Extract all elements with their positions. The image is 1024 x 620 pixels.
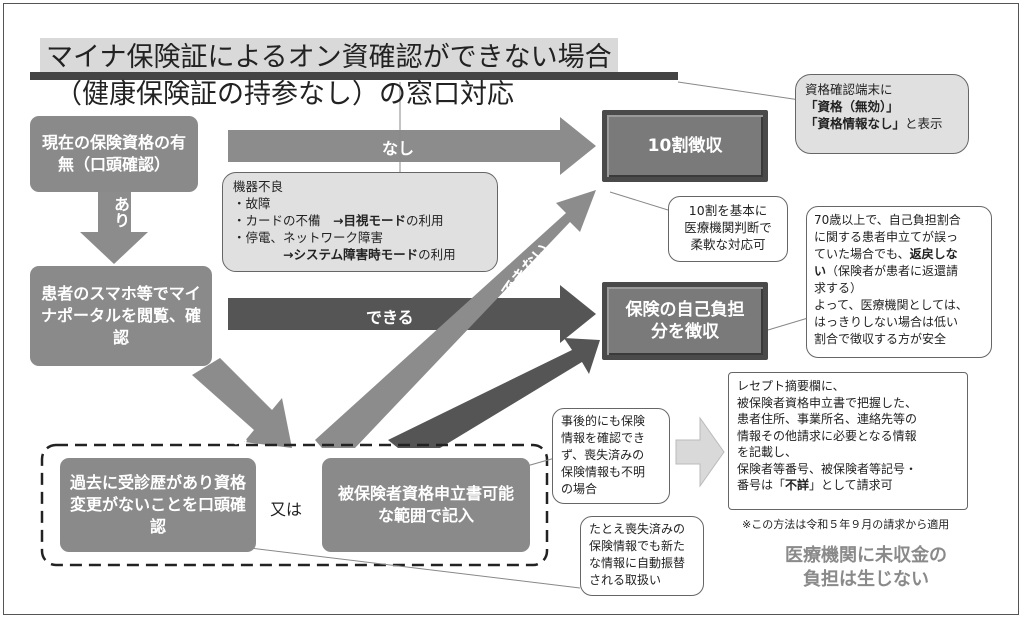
- note-line: ・カードの不備 →目視モードの利用: [233, 212, 487, 229]
- note-emphasis: 返戻しな: [909, 247, 958, 261]
- note-line: 資格確認端末に: [805, 82, 893, 97]
- note-emphasis: →目視モード: [333, 213, 406, 228]
- note-line: 事後的にも保険: [561, 414, 646, 428]
- note-text: 」として請求可: [809, 478, 893, 492]
- receipt-footnote: ※この方法は令和５年９月の請求から適用: [742, 518, 950, 531]
- box-label: 過去に受診歴があり資格変更がないことを口頭確認: [70, 473, 247, 536]
- box-label: 保険の自己負担分を徴収: [625, 300, 745, 342]
- auto-transfer-note: たとえ喪失済みの 保険情報でも新た な情報に自動振替 される取扱い: [580, 516, 704, 596]
- over70-note: 70歳以上で、自己負担割合 に関する患者申立てが誤っ ていた場合でも、返戻しな …: [806, 206, 992, 358]
- note-line: 患者住所、事業所名、連絡先等の: [737, 412, 918, 426]
- note-text: 番号は「: [737, 478, 786, 492]
- pointer-line: [249, 547, 581, 589]
- note-emphasis: 不詳: [785, 478, 810, 492]
- pointer-line: [609, 191, 669, 211]
- receipt-remarks-note: レセプト摘要欄に、 被保険者資格申立書で把握した、 患者住所、事業所名、連絡先等…: [728, 372, 968, 510]
- box-copay: 保険の自己負担分を徴収: [602, 282, 768, 360]
- note-line: の場合: [561, 482, 598, 496]
- note-line: 求する）: [814, 281, 863, 295]
- diagram-frame: [3, 3, 1019, 615]
- title-line2: （健康保険証の持参なし）の窓口対応: [55, 79, 514, 110]
- box-past-visit: 過去に受診歴があり資格変更がないことを口頭確認: [60, 458, 256, 552]
- note-line: 情報を確認でき: [561, 431, 646, 445]
- note-line: 「資格情報なし」と表示: [805, 115, 959, 132]
- note-text: （保険者が患者に返還請: [826, 264, 959, 278]
- label-none: なし: [382, 139, 415, 158]
- note-line: 割合で徴収する方が安全: [814, 332, 947, 346]
- arrow-possible: [228, 285, 596, 343]
- arrow-yes: [80, 192, 148, 264]
- note-line: 情報その他請求に必要となる情報: [737, 428, 917, 443]
- note-line: たとえ喪失済みの: [589, 522, 686, 536]
- or-connector: 又は: [270, 500, 303, 519]
- note-line: よって、医療機関としては、: [814, 298, 968, 312]
- note-text: ・カードの不備: [233, 213, 334, 228]
- note-text: と表示: [905, 116, 943, 131]
- pointer-line: [677, 81, 801, 101]
- note-line: される取扱い: [589, 573, 662, 587]
- title-line1: マイナ保険証によるオン資確認ができない場合: [40, 38, 618, 78]
- note-line: 医療機関判断で: [684, 220, 772, 235]
- note-line: 機器不良: [233, 179, 284, 194]
- note-line: レセプト摘要欄に、: [737, 379, 845, 393]
- note-line: →システム障害時モードの利用: [233, 246, 487, 263]
- note-line: ・停電、ネットワーク障害: [233, 230, 384, 245]
- no-uncollected-burden: 医療機関に未収金の 負担は生じない: [766, 544, 966, 592]
- label-possible: できる: [366, 308, 414, 327]
- box-label: 10割徴収: [647, 136, 723, 156]
- note-line: に関する患者申立てが誤っ: [814, 230, 959, 244]
- note-line: な情報に自動振替: [589, 556, 686, 570]
- note-line: はっきりしない場合は低い: [814, 315, 959, 329]
- box-full-charge: 10割徴収: [602, 110, 768, 182]
- note-line: 保険情報も不明: [561, 465, 646, 479]
- arrow-possible-diag: [388, 338, 600, 448]
- pointer-line: [767, 317, 809, 331]
- box-self-report-form: 被保険者資格申立書可能な範囲で記入: [322, 458, 530, 552]
- arrow-impossible-down: [192, 358, 292, 448]
- note-line: 柔軟な対応可: [690, 237, 766, 252]
- note-line: 番号は「不詳」として請求可: [737, 477, 959, 494]
- box-label: 患者のスマホ等でマイナポータルを閲覧、確認: [40, 284, 201, 347]
- note-text: の利用: [406, 213, 444, 228]
- note-line: ず、喪失済みの: [561, 448, 645, 462]
- note-text: の利用: [418, 247, 456, 262]
- label-yes: あり: [111, 196, 130, 228]
- dashed-group-border: [40, 443, 549, 567]
- note-emphasis: →システム障害時モード: [283, 247, 419, 262]
- note-line: い（保険者が患者に返還請: [814, 263, 984, 280]
- terminal-display-note: 資格確認端末に 「資格（無効）」 「資格情報なし」と表示: [795, 74, 969, 154]
- flexible-handling-note: 10割を基本に 医療機関判断で 柔軟な対応可: [668, 196, 788, 262]
- note-line: ・故障: [233, 196, 271, 211]
- arrow-none: [228, 117, 596, 175]
- box-label: 現在の保険資格の有無（口頭確認）: [41, 133, 186, 174]
- note-line: を記載し、: [737, 445, 798, 459]
- arrow-impossible-diag: [315, 190, 596, 448]
- box-current-insurance-status: 現在の保険資格の有無（口頭確認）: [30, 116, 198, 192]
- note-line: 10割を基本に: [688, 203, 768, 218]
- device-failure-note: 機器不良 ・故障 ・カードの不備 →目視モードの利用 ・停電、ネットワーク障害 …: [222, 172, 498, 272]
- arrow-to-receipt: [675, 416, 725, 488]
- note-emphasis: い: [814, 264, 827, 278]
- title-underline: [30, 72, 678, 80]
- box-smartphone-portal: 患者のスマホ等でマイナポータルを閲覧、確認: [30, 266, 212, 366]
- note-line: 「資格（無効）」: [805, 99, 899, 114]
- note-line: 保険者等番号、被保険者等記号・: [737, 461, 918, 476]
- note-text: ていた場合でも、: [814, 247, 910, 261]
- box-label: 被保険者資格申立書可能な範囲で記入: [337, 484, 514, 525]
- unverifiable-insurance-note: 事後的にも保険 情報を確認でき ず、喪失済みの 保険情報も不明 の場合: [552, 408, 670, 504]
- note-line: 保険情報でも新た: [589, 539, 686, 553]
- note-emphasis: 「資格情報なし」: [805, 116, 906, 131]
- note-line: ていた場合でも、返戻しな: [814, 246, 984, 263]
- note-line: 70歳以上で、自己負担割合: [814, 213, 961, 227]
- note-line: 医療機関に未収金の: [785, 545, 947, 566]
- note-line: 被保険者資格申立書で把握した、: [737, 395, 918, 410]
- note-line: 負担は生じない: [803, 569, 929, 590]
